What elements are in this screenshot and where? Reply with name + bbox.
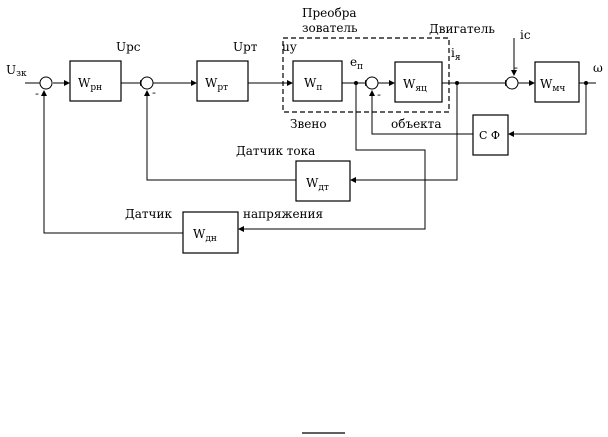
- signal-u-pt: Upт: [233, 40, 258, 54]
- label-link: Звено: [290, 117, 327, 131]
- block-w-p-sub: п: [316, 83, 322, 93]
- label-converter-line1: Преобра: [302, 6, 357, 20]
- arrow-into-wrn: [64, 80, 70, 86]
- label-motor: Двигатель: [429, 22, 495, 36]
- arrow-into-wdn: [238, 226, 244, 232]
- block-w-mch: [534, 61, 580, 103]
- block-w-rt: [196, 60, 249, 102]
- signal-u-pc: Upc: [116, 40, 141, 54]
- arrow-into-sum3-bottom: [369, 90, 375, 96]
- block-w-yats-main: W: [403, 77, 416, 91]
- block-w-mch-main: W: [540, 77, 553, 91]
- label-converter-line2: зователь: [302, 21, 358, 35]
- minus-sign-sum3: -: [377, 88, 381, 101]
- signal-i-ya-sub: я: [455, 53, 461, 63]
- block-w-p-main: W: [304, 76, 317, 90]
- signal-u-y: uу: [282, 40, 297, 54]
- svg-text:Wрт: Wрт: [205, 76, 228, 93]
- block-w-dn-sub: дн: [205, 234, 217, 244]
- arrow-into-wp: [287, 80, 293, 86]
- arrow-into-wrt: [191, 80, 197, 86]
- wire-omega-to-sf: [514, 83, 587, 135]
- arrow-into-wmch: [529, 80, 535, 86]
- arrow-into-sum2-bottom: [144, 90, 150, 96]
- label-object: объекта: [391, 117, 441, 131]
- label-current-sensor: Датчик тока: [236, 144, 315, 158]
- signal-e-p: e: [350, 55, 357, 69]
- block-w-rt-main: W: [205, 76, 218, 90]
- block-w-rn-main: W: [78, 76, 91, 90]
- svg-text:Wмч: Wмч: [540, 77, 565, 94]
- svg-text:Wяц: Wяц: [403, 77, 427, 94]
- block-w-dt-main: W: [306, 176, 319, 190]
- wire-ep-to-wdn: [244, 83, 426, 230]
- arrow-into-wyats: [389, 80, 395, 86]
- signal-i-ya: i: [451, 46, 455, 60]
- svg-text:iя: iя: [451, 46, 461, 63]
- svg-text:Wрн: Wрн: [78, 76, 102, 93]
- label-voltage-sensor-left: Датчик: [125, 207, 172, 221]
- signal-omega: ω: [593, 61, 603, 75]
- block-w-yats-sub: яц: [415, 84, 427, 94]
- svg-text:Wдн: Wдн: [193, 227, 217, 244]
- arrow-into-wdt: [350, 177, 356, 183]
- wire-ia-to-wdt: [356, 83, 458, 181]
- block-w-mch-sub: мч: [552, 84, 565, 94]
- label-voltage-sensor-right: напряжения: [243, 207, 323, 221]
- block-w-dn-main: W: [193, 227, 206, 241]
- svg-text:Wп: Wп: [304, 76, 322, 93]
- block-sf-label: С Ф: [479, 129, 500, 142]
- arrow-into-sum1-bottom: [41, 90, 47, 96]
- summing-junction-1: [39, 76, 53, 90]
- svg-text:eп: eп: [350, 55, 363, 72]
- block-w-yats: [394, 61, 443, 103]
- summing-junction-3: [365, 76, 379, 90]
- block-w-dt-sub: дт: [318, 183, 329, 193]
- svg-text:Uзк: Uзк: [6, 63, 27, 79]
- block-w-dt: [295, 160, 351, 202]
- summing-junction-2: [140, 76, 154, 90]
- block-w-dn: [182, 211, 239, 254]
- arrow-load-current: [511, 70, 517, 76]
- wire-wdn-to-sum1: [43, 96, 183, 234]
- wire-sf-to-sum3: [371, 96, 473, 135]
- summing-junction-4: [505, 76, 519, 90]
- signal-u-in-sub: зк: [16, 69, 27, 79]
- signal-e-p-sub: п: [357, 62, 363, 72]
- signal-u-in: U: [6, 63, 16, 77]
- minus-sign-sum1: -: [35, 87, 39, 100]
- svg-text:Wдт: Wдт: [306, 176, 329, 193]
- block-sf: [472, 114, 509, 156]
- arrow-into-sf: [508, 131, 514, 137]
- wire-wdt-to-sum2: [146, 96, 296, 181]
- signal-i-c: iс: [520, 28, 531, 42]
- block-w-rt-sub: рт: [217, 83, 228, 93]
- converter-armature-group-outline: [282, 37, 450, 113]
- block-w-p: [292, 60, 343, 102]
- minus-sign-sum4: -: [514, 61, 518, 74]
- block-w-rn-sub: рн: [90, 83, 102, 93]
- minus-sign-sum2: -: [152, 86, 156, 99]
- block-w-rn: [69, 60, 122, 102]
